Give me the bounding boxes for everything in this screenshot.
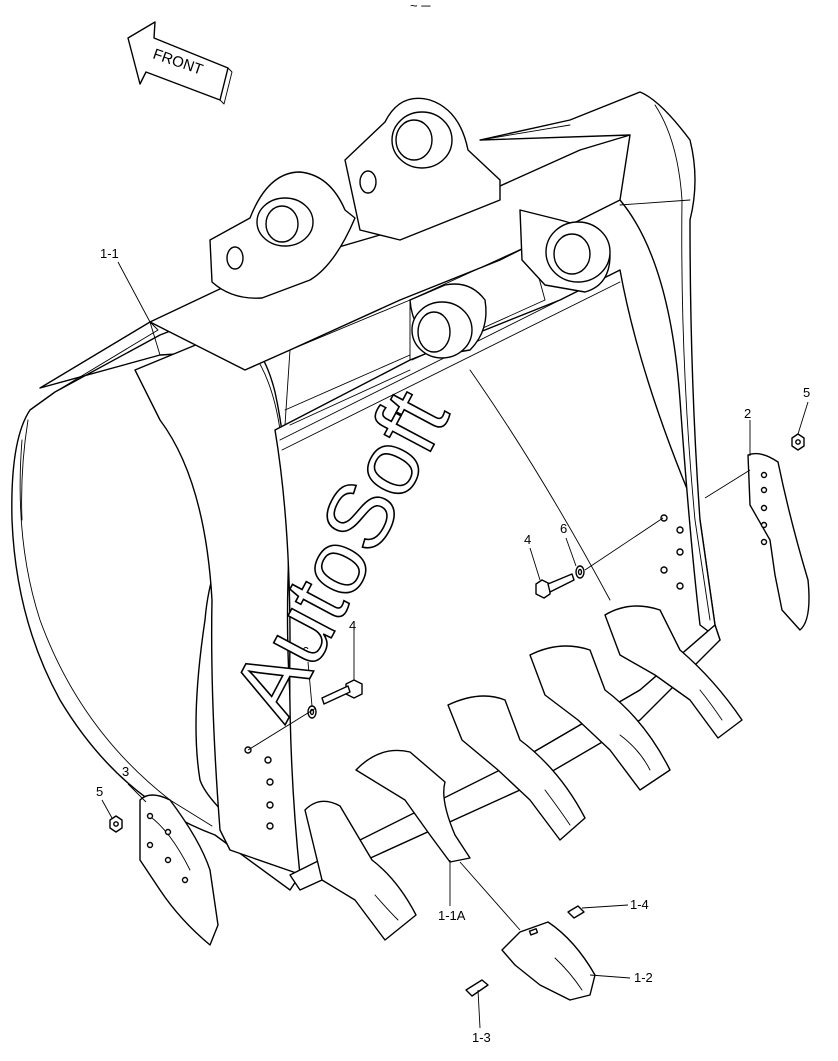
- callout-1-1a: 1-1A: [438, 908, 466, 923]
- top-mark: ~ ─: [410, 0, 431, 13]
- callout-5-left: 5: [96, 784, 103, 799]
- callout-6-right: 6: [560, 521, 567, 536]
- callout-5-right: 5: [803, 385, 810, 400]
- bolt-icon-right: [535, 573, 575, 599]
- callout-1-4: 1-4: [630, 897, 649, 912]
- nut-icon-right: [791, 433, 805, 451]
- lock-pin-icon: [567, 905, 585, 919]
- callout-6-left: 6: [302, 644, 309, 659]
- callout-labels: 1-1 5 2 6 4 4 6 3 5 1-1A 1-4 1-2 1-3: [96, 246, 810, 1045]
- side-cutter-left: [139, 794, 219, 946]
- nut-icon-left: [109, 815, 123, 833]
- side-cutter-right: [747, 452, 810, 631]
- tooth-point-icon: [501, 921, 596, 1001]
- bucket-teeth: [304, 605, 743, 941]
- lock-retainer-icon: [465, 979, 489, 997]
- leader-lines: [101, 261, 809, 1029]
- callout-1-2: 1-2: [634, 970, 653, 985]
- bucket-body: [11, 91, 721, 891]
- washer-icon-right: [575, 565, 585, 579]
- callout-4-left: 4: [349, 618, 356, 633]
- front-arrow-icon: FRONT: [127, 21, 233, 105]
- callout-2: 2: [744, 406, 751, 421]
- callout-3: 3: [122, 764, 129, 779]
- callout-1-1: 1-1: [100, 246, 119, 261]
- callout-1-3: 1-3: [472, 1030, 491, 1045]
- callout-4-right: 4: [524, 532, 531, 547]
